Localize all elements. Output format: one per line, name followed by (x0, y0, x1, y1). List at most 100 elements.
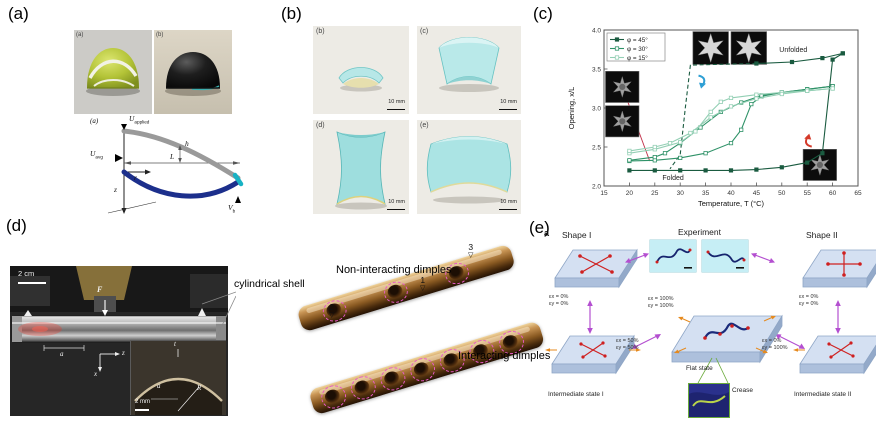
black-dome-photo: (b) (154, 30, 232, 114)
svg-text:3.5: 3.5 (592, 66, 601, 73)
svg-text:Unfolded: Unfolded (779, 47, 807, 54)
vb-marker (235, 196, 241, 203)
pointer-arrow (24, 310, 32, 316)
intermediate2-box (793, 335, 876, 375)
h-label: h (185, 139, 189, 148)
crease-zoom-leaders (697, 357, 729, 384)
panel-label-d: (d) (6, 216, 27, 235)
flat-state-crease-curve (704, 322, 749, 339)
shell-photo-e: (e) 10 mm (417, 120, 521, 214)
svg-text:30: 30 (677, 190, 685, 197)
vb-label: Vb (228, 203, 236, 214)
shell-barrel-illustration (335, 131, 387, 210)
black-dome-illustration (165, 52, 221, 96)
tennis-ball-dome (87, 48, 139, 88)
cross-section-inset: t a R 2 mm (130, 340, 226, 415)
r-label: r (134, 173, 137, 182)
scale-bar-label: 10 mm (388, 198, 405, 205)
scale-bar-label: 10 mm (388, 98, 405, 105)
dimple-marker-3: 3 ▽ (468, 243, 473, 259)
svg-text:50: 50 (778, 190, 786, 197)
svg-text:60: 60 (829, 190, 837, 197)
a-dimension-label: a (60, 350, 64, 358)
cylindrical-shell-callout: cylindrical shell (234, 278, 305, 290)
z-axis-label: z (122, 349, 125, 357)
strain-center: εx = 100%εy = 100% (648, 296, 674, 310)
photo-scale-label: 2 cm (18, 269, 35, 278)
svg-text:3.0: 3.0 (592, 105, 601, 112)
strain-shape2: εx = 0%εy = 0% (799, 294, 819, 308)
dimple-marker-2: 2 ▽ (329, 303, 334, 319)
shell-photo-c: (c) 10 mm (417, 26, 521, 114)
svg-text:Opening, x/L: Opening, x/L (567, 87, 576, 130)
scale-bar (499, 208, 517, 210)
marker-triangle-icon: ▽ (329, 311, 335, 319)
subpanel-tag: (d) (316, 122, 325, 129)
panel-label-e: (e) (529, 218, 550, 237)
tennis-seam (88, 59, 138, 79)
strain-shape1: εx = 0%εy = 0% (549, 294, 569, 308)
intermediate2-label: Intermediate state II (794, 391, 852, 398)
flat-state-box (671, 314, 783, 364)
crease-curve (656, 248, 691, 263)
scale-bar (387, 208, 405, 210)
inset-scale-bar (736, 267, 744, 269)
beam-tip (232, 172, 244, 187)
cross-section-illustration (134, 349, 223, 415)
intermediate1-box (545, 334, 641, 375)
force-arrow (102, 310, 108, 316)
tube-non-interacting (296, 243, 516, 333)
marker-triangle-icon: ▽ (468, 251, 474, 259)
tennis-ball-photo: (a) (74, 30, 152, 114)
force-label: F (97, 285, 103, 294)
svg-text:45: 45 (753, 190, 761, 197)
transition-arrow-right (835, 300, 841, 334)
scale-bar (499, 108, 517, 110)
u-applied-label: Uapplied (129, 114, 150, 125)
svg-text:2.0: 2.0 (592, 183, 601, 190)
subfigure-tag: a (544, 228, 550, 238)
photo-tag: (b) (156, 32, 164, 38)
svg-text:2.5: 2.5 (592, 144, 601, 151)
crease-zoom-inset (688, 383, 730, 418)
inset-a-label: a (157, 382, 161, 390)
svg-text:φ = 15°: φ = 15° (627, 54, 648, 62)
transition-arrow-top-left (625, 253, 649, 263)
photo-tag: (a) (76, 32, 84, 38)
experiment-photo-illustration (10, 266, 228, 372)
shell-photo-b: (b) 10 mm (313, 26, 409, 114)
crease-label: Crease (732, 387, 753, 394)
non-interacting-dimples-label: Non-interacting dimples (336, 264, 452, 276)
transition-arrow-top-right (751, 253, 775, 263)
interacting-dimples-label: Interacting dimples (458, 350, 551, 362)
load-cell (76, 266, 132, 300)
subpanel-tag: (e) (420, 122, 429, 129)
shell-photo-d: (d) 10 mm (313, 120, 409, 214)
tube-interacting (308, 320, 546, 416)
svg-text:4.0: 4.0 (592, 27, 601, 34)
marker-number: 2 (329, 302, 335, 312)
u-avg-label: Uavg (90, 149, 103, 160)
scale-bar-label: 10 mm (500, 198, 517, 205)
shape1-title: Shape I (562, 230, 592, 240)
experiment-inset-shape2 (702, 240, 748, 272)
scale-bar (387, 108, 405, 110)
strain-left: εx = 50%εy = 50% (616, 338, 639, 352)
z-label: z (114, 185, 117, 194)
subpanel-tag: (c) (420, 28, 429, 35)
marker-number: 3 (468, 242, 474, 252)
photo-scale-bar (18, 282, 46, 284)
beam-deformed-shape (121, 169, 241, 199)
beam-initial-shape (121, 128, 241, 181)
intermediate1-label: Intermediate state I (548, 391, 604, 398)
strain-right: εx = 0%εy = 100% (762, 338, 788, 352)
svg-text:40: 40 (727, 190, 735, 197)
svg-text:65: 65 (854, 190, 862, 197)
experiment-title: Experiment (678, 227, 721, 237)
svg-text:φ = 30°: φ = 30° (627, 45, 648, 53)
pointer-arrow (198, 308, 206, 316)
shape2-box (802, 249, 876, 289)
u-avg-marker (115, 154, 123, 162)
